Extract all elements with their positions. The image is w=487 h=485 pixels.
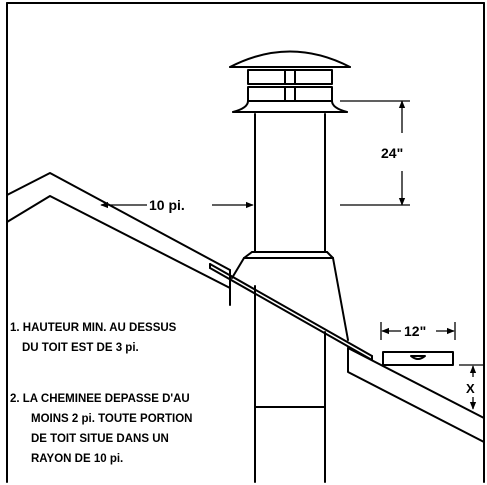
note-2-line-1: 2. LA CHEMINEE DEPASSE D'AU — [10, 393, 190, 405]
chimney-pipe — [254, 285, 326, 483]
note-2-line-3: DE TOIT SITUE DANS UN — [31, 433, 169, 445]
clearance-label: X — [466, 381, 475, 396]
chimney-body — [254, 113, 326, 253]
storm-collar — [231, 251, 349, 341]
distance-label: 10 pi. — [149, 197, 185, 213]
note-1-line-1: 1. HAUTEUR MIN. AU DESSUS — [10, 322, 177, 334]
dimension-12in: 12" — [380, 322, 456, 340]
flashing — [209, 263, 373, 361]
height-label: 24" — [381, 145, 403, 161]
width-label: 12" — [404, 323, 426, 339]
dimension-x: X — [459, 364, 484, 410]
level-tool — [382, 351, 454, 366]
dimension-24in: 24" — [340, 100, 410, 206]
dimension-10pi: 10 pi. — [100, 197, 254, 213]
note-1-line-2: DU TOIT EST DE 3 pi. — [22, 342, 139, 354]
rain-cap — [229, 50, 351, 113]
note-2-line-4: RAYON DE 10 pi. — [31, 453, 124, 465]
note-2-line-2: MOINS 2 pi. TOUTE PORTION — [31, 413, 193, 425]
frame — [6, 2, 485, 483]
